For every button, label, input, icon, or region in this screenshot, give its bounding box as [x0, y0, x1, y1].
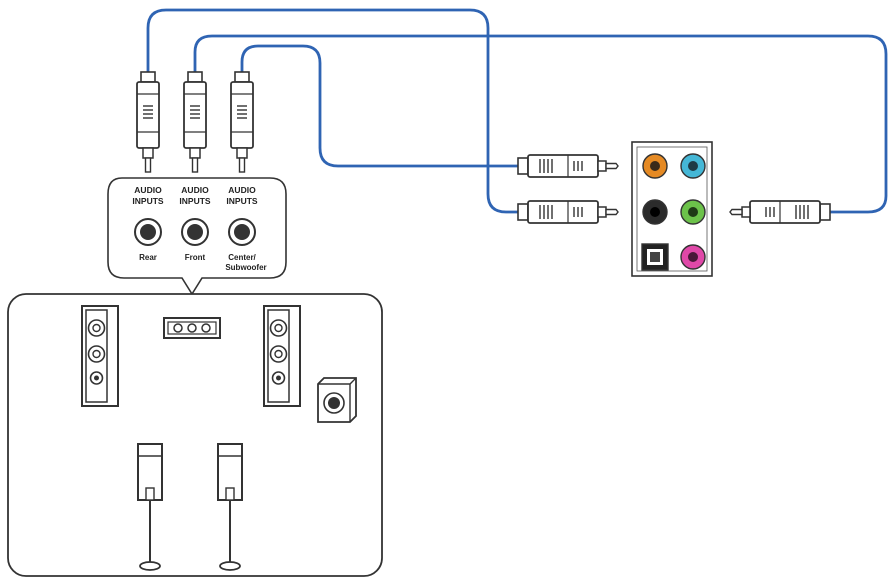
rear-input-jack-hole [140, 224, 156, 240]
floor-speaker-icon [263, 305, 301, 407]
cable-center-sub [240, 44, 520, 168]
floor-speaker-icon [81, 305, 119, 407]
orange-jack [642, 153, 668, 179]
audio-plug-icon [517, 200, 619, 224]
green-jack [680, 199, 706, 225]
input-title-line1: AUDIO [228, 185, 256, 195]
audio-plug-icon [230, 71, 254, 173]
audio-plug-icon [183, 71, 207, 173]
input-name-line2: Subwoofer [225, 263, 266, 272]
input-title-line2: INPUTS [226, 196, 258, 206]
input-name: Front [185, 253, 206, 262]
input-name: Rear [139, 253, 157, 262]
black-jack [642, 199, 668, 225]
front-input-jack-hole [187, 224, 203, 240]
center-input-jack-hole [234, 224, 250, 240]
optical-spdif-port [641, 243, 669, 271]
input-center-subwoofer: AUDIO INPUTS Center/ Subwoofer [225, 185, 266, 272]
input-title-line2: INPUTS [179, 196, 211, 206]
audio-plug-icon [136, 71, 160, 173]
speaker-connector-icon [163, 317, 221, 339]
pink-jack [680, 244, 706, 270]
input-rear: AUDIO INPUTS Rear [132, 185, 164, 262]
input-title-line1: AUDIO [134, 185, 162, 195]
input-title-line1: AUDIO [181, 185, 209, 195]
cable-front [193, 34, 888, 214]
cable-rear [146, 8, 520, 214]
input-name: Center/ [228, 253, 256, 262]
rear-audio-io-panel [631, 141, 713, 277]
audio-plug-icon [517, 154, 619, 178]
input-title-line2: INPUTS [132, 196, 164, 206]
input-front: AUDIO INPUTS Front [179, 185, 211, 262]
audio-plug-icon [729, 200, 831, 224]
subwoofer-icon [317, 377, 357, 423]
cables [146, 8, 888, 214]
blue-jack [680, 153, 706, 179]
